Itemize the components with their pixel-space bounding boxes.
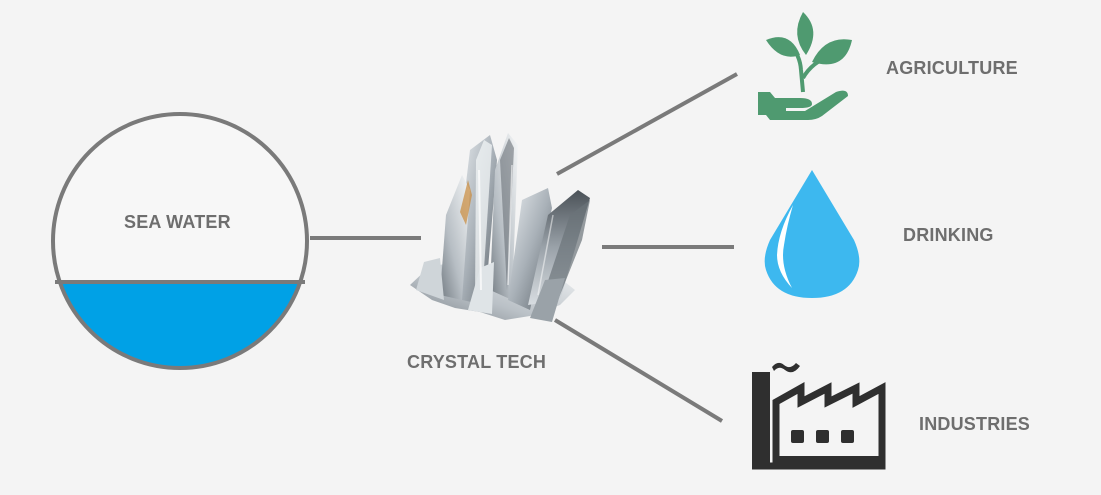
plant-in-hand-icon bbox=[758, 12, 852, 120]
sea-water-label: SEA WATER bbox=[124, 212, 231, 232]
factory-icon bbox=[752, 362, 886, 470]
water-drop-icon bbox=[764, 170, 860, 298]
connector-crystal-to-agriculture bbox=[556, 72, 738, 176]
connector-crystal-to-industries bbox=[553, 318, 724, 423]
tank-outline bbox=[51, 112, 309, 370]
crystal-cluster-icon bbox=[410, 133, 590, 322]
drinking-label: DRINKING bbox=[903, 225, 994, 245]
industries-label: INDUSTRIES bbox=[919, 414, 1031, 434]
agriculture-label: AGRICULTURE bbox=[886, 58, 1018, 78]
sea-water-tank bbox=[51, 112, 309, 370]
crystal-tech-label: CRYSTAL TECH bbox=[407, 352, 547, 372]
